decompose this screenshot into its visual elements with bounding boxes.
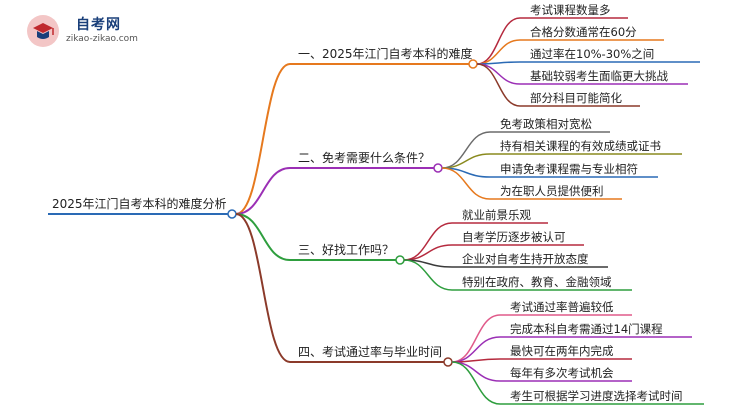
root-label: 2025年江门自考本科的难度分析	[52, 196, 227, 211]
leaf-label: 通过率在10%-30%之间	[530, 47, 654, 61]
logo-title: 自考网	[76, 17, 121, 33]
leaf-connector	[451, 361, 501, 405]
branch-node[interactable]	[395, 255, 405, 265]
branch-label: 二、免考需要什么条件？	[298, 150, 430, 165]
leaf-label: 特别在政府、教育、金融领域	[462, 275, 612, 289]
leaf-label: 为在职人员提供便利	[500, 184, 604, 198]
leaf-label: 基础较弱考生面临更大挑战	[530, 69, 668, 83]
leaf-connector	[441, 153, 491, 169]
leaf-label: 考生可根据学习进度选择考试时间	[510, 389, 683, 403]
leaf-label: 免考政策相对宽松	[500, 117, 592, 131]
branch-connector	[235, 213, 291, 261]
leaf-label: 每年有多次考试机会	[510, 366, 614, 380]
root-node[interactable]	[227, 209, 237, 219]
leaf-connector	[476, 63, 521, 85]
leaf-connector	[441, 167, 491, 200]
leaf-label: 持有相关课程的有效成绩或证书	[500, 139, 661, 153]
branch-node[interactable]	[443, 357, 453, 367]
leaf-connector	[403, 244, 453, 261]
leaf-label: 考试通过率普遍较低	[510, 300, 614, 314]
leaf-connector	[403, 222, 453, 261]
branch-node[interactable]	[468, 59, 478, 69]
branch-node[interactable]	[433, 163, 443, 173]
branch-connector	[235, 167, 291, 215]
leaf-connector	[476, 39, 521, 65]
branch-connector	[235, 213, 291, 363]
branch-connector	[235, 63, 291, 215]
logo-url: zikao-zikao.com	[66, 34, 138, 44]
site-logo[interactable]: 自考网 zikao-zikao.com	[26, 12, 156, 52]
leaf-connector	[476, 63, 521, 107]
leaf-label: 申请免考课程需与专业相符	[500, 162, 638, 176]
leaf-label: 部分科目可能简化	[530, 91, 622, 105]
leaf-label: 考试课程数量多	[530, 3, 611, 17]
branch-label: 四、考试通过率与毕业时间	[298, 344, 442, 359]
leaf-label: 合格分数通常在60分	[530, 25, 637, 39]
leaf-label: 自考学历逐步被认可	[462, 230, 566, 244]
leaf-label: 企业对自考生持开放态度	[462, 252, 589, 266]
leaf-connector	[441, 131, 491, 169]
leaf-connector	[403, 259, 453, 291]
leaf-connector	[451, 361, 501, 382]
branch-label: 三、好找工作吗？	[298, 243, 394, 257]
leaf-label: 最快可在两年内完成	[510, 344, 614, 358]
leaf-label: 就业前景乐观	[462, 208, 531, 222]
graduation-cap-icon	[27, 15, 59, 47]
branch-label: 一、2025年江门自考本科的难度	[298, 46, 473, 61]
leaf-label: 完成本科自考需通过14门课程	[510, 322, 663, 336]
leaf-connector	[451, 336, 501, 363]
